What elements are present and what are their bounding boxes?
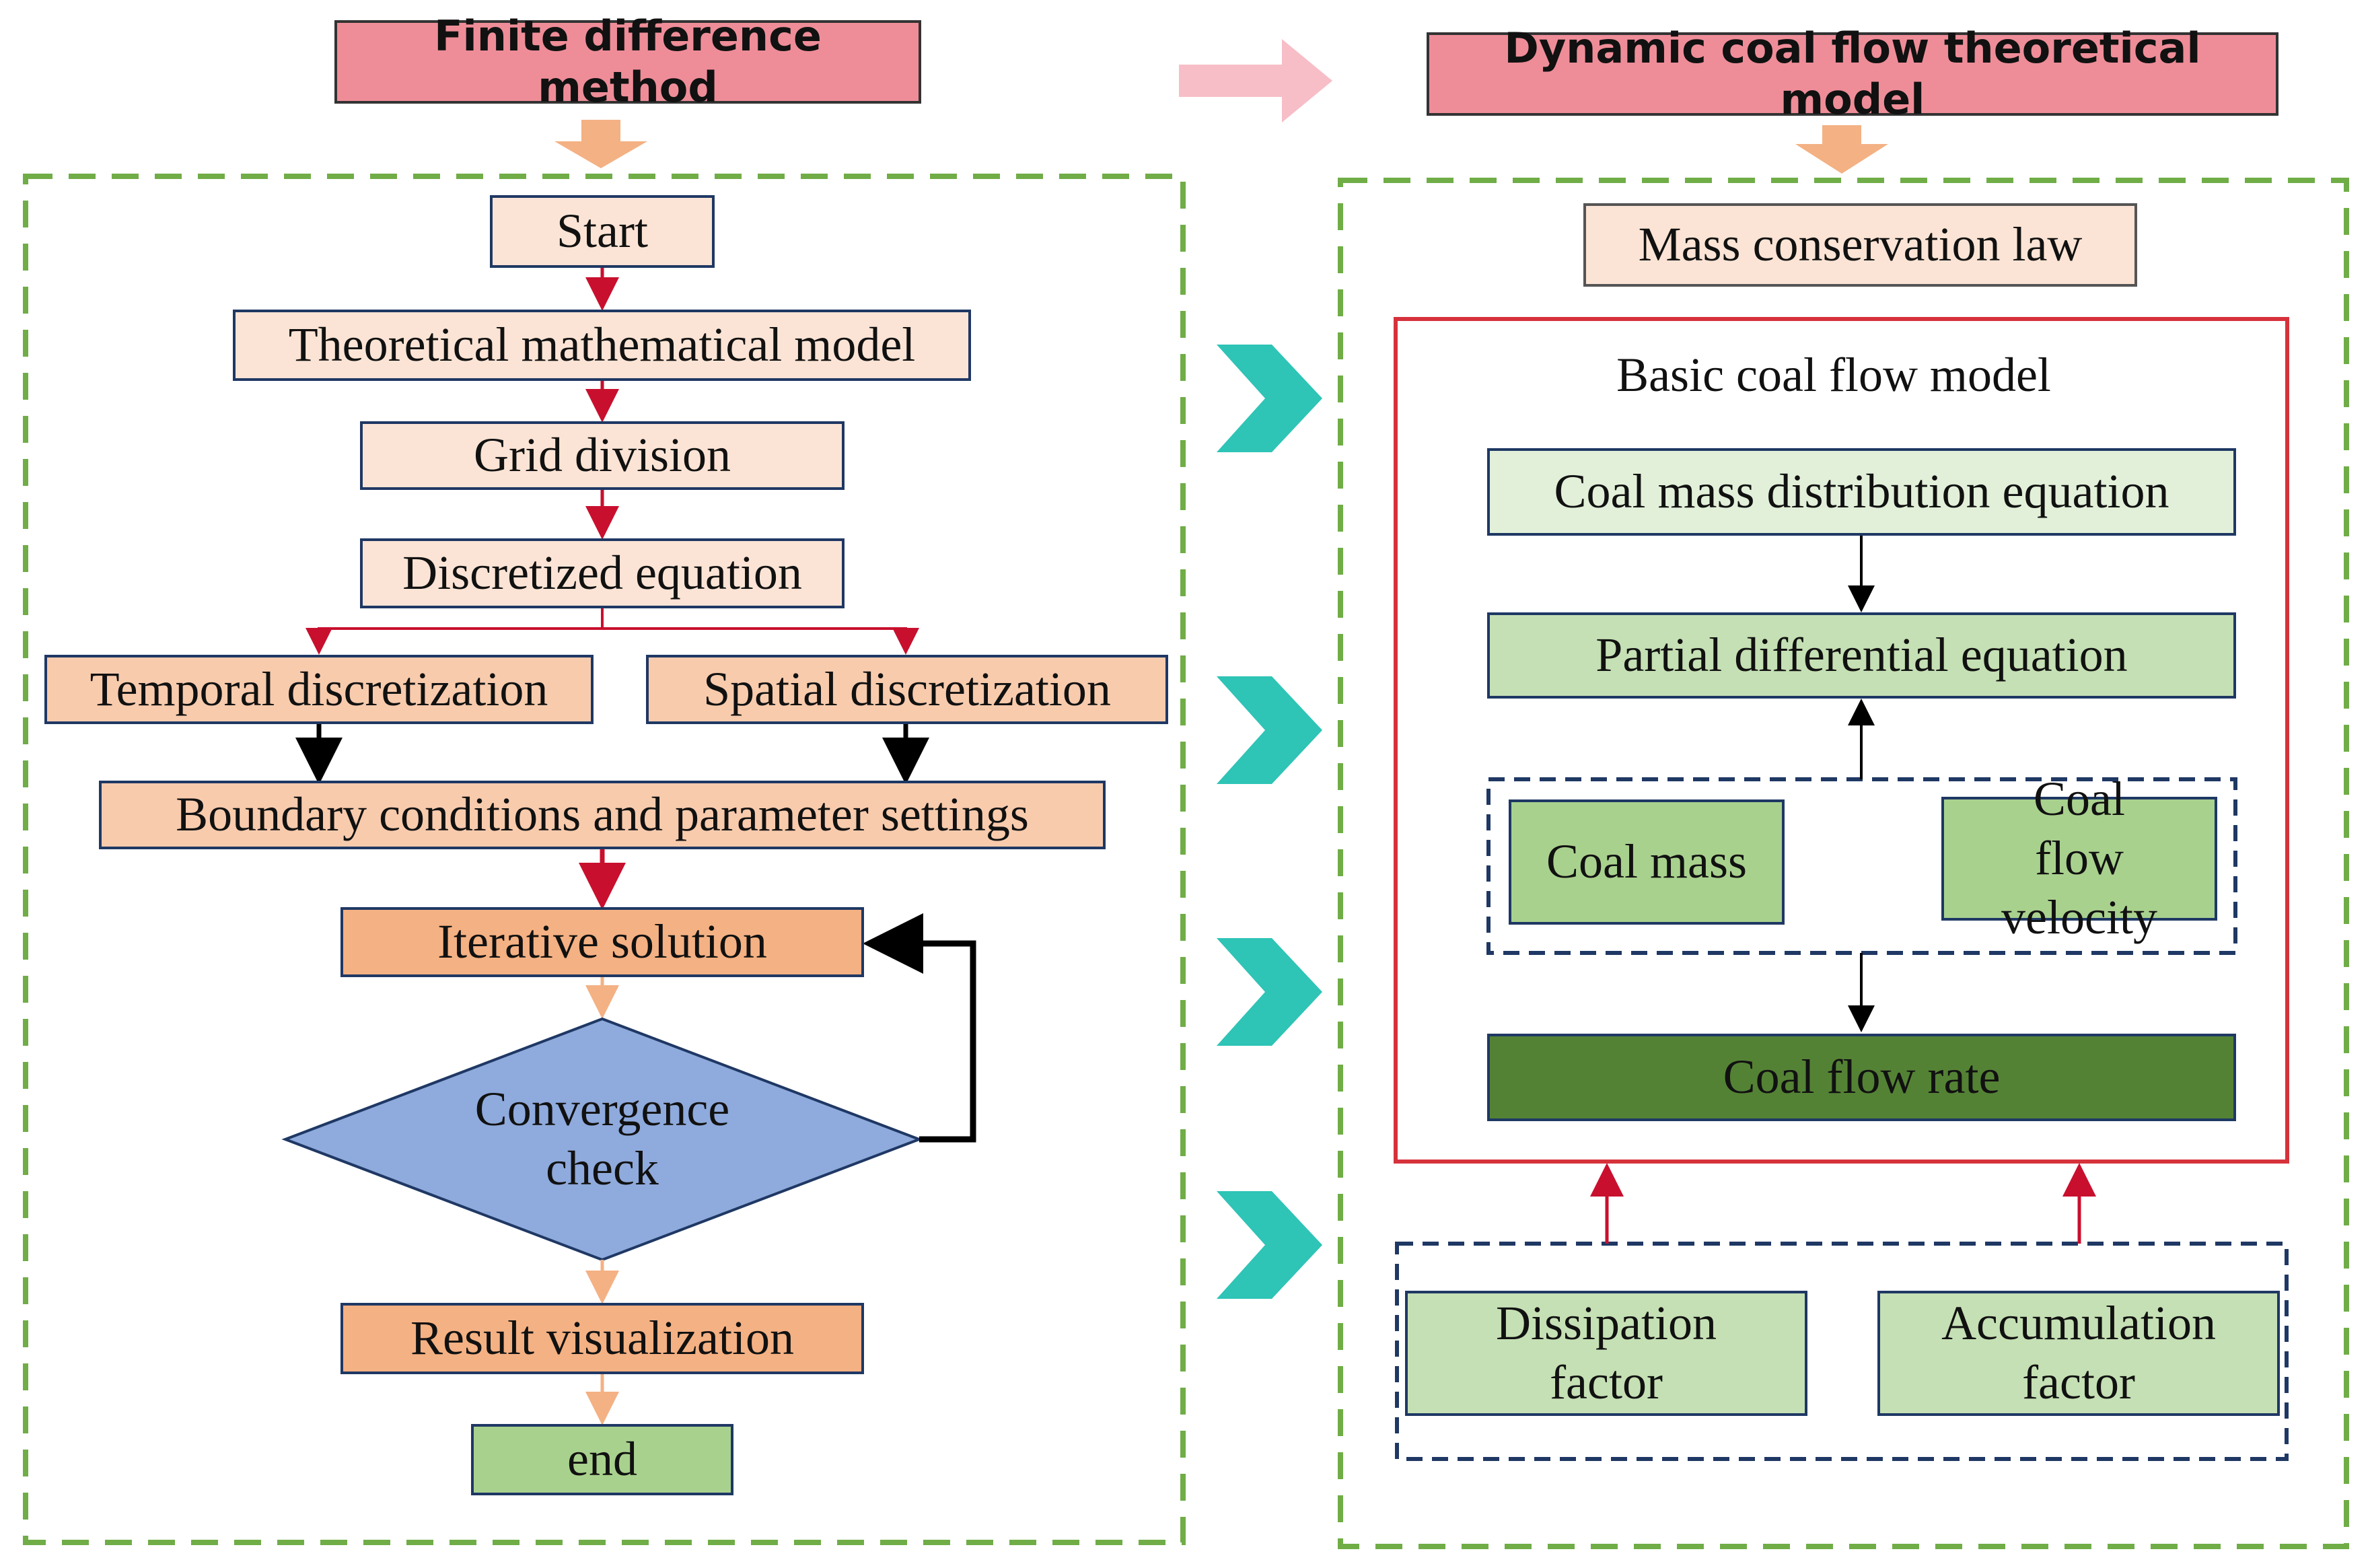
coal-mass: Coal mass	[1509, 799, 1785, 925]
left-dashed-frame	[23, 174, 1186, 1545]
step-convergence-check: Convergence check	[474, 1082, 730, 1195]
step-end: end	[471, 1424, 733, 1495]
basic-model-title: Basic coal flow model	[1616, 348, 2051, 402]
step-discretized-equation: Discretized equation	[360, 538, 845, 608]
left-panel-title: Finite difference method	[334, 11, 921, 112]
panel-link-arrow	[1179, 39, 1332, 122]
split-connector	[306, 608, 604, 655]
step-theoretical-model: Theoretical mathematical model	[233, 310, 971, 381]
step-grid-division: Grid division	[360, 421, 845, 490]
coal-mass-distribution-equation: Coal mass distribution equation	[1487, 448, 2236, 536]
right-dashed-frame	[1338, 178, 2349, 1549]
left-title-arrow	[554, 120, 647, 168]
chevron-4	[1217, 1191, 1322, 1299]
step-start: Start	[490, 195, 715, 268]
right-title-arrow	[1795, 125, 1888, 174]
step-spatial-discretization: Spatial discretization	[646, 655, 1168, 724]
step-temporal-discretization: Temporal discretization	[44, 655, 594, 724]
factors-group	[1395, 1242, 2289, 1461]
right-panel-title: Dynamic coal flow theoretical model	[1427, 24, 2278, 124]
basic-model-frame	[1394, 317, 2289, 1164]
mass-conservation-law: Mass conservation law	[1583, 203, 2137, 287]
step-iterative-solution: Iterative solution	[340, 907, 864, 977]
dissipation-factor: Dissipation factor	[1405, 1291, 1807, 1416]
step-result-visualization: Result visualization	[340, 1303, 864, 1374]
split-connector-right	[602, 627, 919, 655]
partial-differential-equation: Partial differential equation	[1487, 612, 2236, 699]
step-boundary-conditions: Boundary conditions and parameter settin…	[99, 781, 1106, 849]
chevron-3	[1217, 938, 1322, 1046]
coal-flow-velocity: Coal flow velocity	[1941, 772, 2217, 944]
chevron-2	[1217, 676, 1322, 784]
accumulation-factor: Accumulation factor	[1877, 1291, 2280, 1416]
coal-flow-rate: Coal flow rate	[1487, 1034, 2236, 1121]
loop-back-arrow	[863, 913, 976, 1143]
chevron-1	[1217, 345, 1322, 452]
